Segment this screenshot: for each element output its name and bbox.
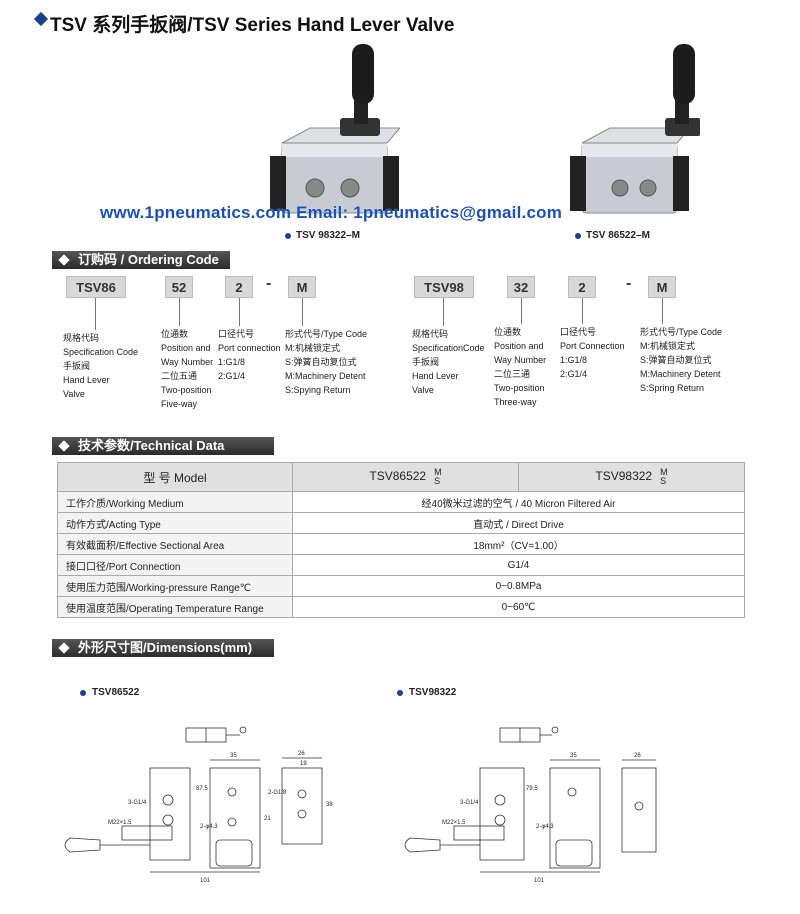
leader-line: [239, 298, 240, 326]
svg-text:M22×1.5: M22×1.5: [108, 820, 132, 826]
table-header-model: 型 号 Model: [57, 462, 293, 492]
leader-line: [662, 298, 663, 324]
dim-caption-left: TSV86522: [92, 687, 140, 698]
dimensions-section-header: 外形尺寸图/Dimensions(mm): [52, 639, 274, 657]
svg-text:21: 21: [264, 816, 271, 822]
ordering-section-header: 订购码 / Ordering Code: [52, 251, 230, 269]
dimension-drawing-left: 3-G1/4 M22×1.5 35 26 19 2-G1/8 2-φ4.3 21…: [64, 726, 333, 884]
product-caption-left: TSV 98322–M: [296, 230, 360, 241]
dim-caption-right: TSV98322: [409, 687, 457, 698]
code-way-number: 52: [165, 276, 193, 298]
svg-text:19: 19: [300, 761, 307, 767]
page-title: TSV 系列手扳阀/TSV Series Hand Lever Valve: [50, 15, 455, 36]
section-bullet-icon: [58, 254, 70, 266]
code-series: TSV86: [66, 276, 126, 298]
svg-text:3-G1/4: 3-G1/4: [128, 800, 147, 806]
section-title: 外形尺寸图/Dimensions(mm): [78, 640, 253, 655]
svg-text:35: 35: [570, 753, 577, 759]
leader-line: [521, 298, 522, 324]
caption-bullet-icon: [80, 690, 86, 696]
code-port: 2: [568, 276, 596, 298]
svg-text:M22×1.5: M22×1.5: [442, 820, 466, 826]
code-separator: -: [626, 275, 632, 292]
section-bullet-icon: [58, 642, 70, 654]
svg-text:79.5: 79.5: [526, 786, 538, 792]
svg-text:101: 101: [534, 878, 545, 884]
leader-line: [179, 298, 180, 326]
svg-text:35: 35: [230, 753, 237, 759]
section-title: 订购码 / Ordering Code: [78, 252, 219, 267]
code-separator: -: [266, 275, 272, 292]
valve-photo-left: [270, 44, 400, 214]
svg-text:3-G1/4: 3-G1/4: [460, 800, 479, 806]
caption-bullet-icon: [397, 690, 403, 696]
code-series: TSV98: [414, 276, 474, 298]
leader-line: [443, 298, 444, 326]
svg-text:26: 26: [298, 751, 305, 757]
section-bullet-icon: [58, 440, 70, 452]
dimension-drawing-right: 3-G1/4 M22×1.5 35 26 2-φ4.3 79.5 101: [404, 726, 657, 884]
svg-text:26: 26: [634, 753, 641, 759]
svg-text:38: 38: [326, 802, 333, 808]
caption-bullet-icon: [575, 233, 581, 239]
code-type: M: [288, 276, 316, 298]
svg-text:2-G1/8: 2-G1/8: [268, 790, 287, 796]
svg-text:2-φ4.3: 2-φ4.3: [536, 824, 554, 830]
valve-photo-right: [570, 44, 700, 214]
code-way-number: 32: [507, 276, 535, 298]
contact-watermark: www.1pneumatics.com Email: 1pneumatics@g…: [100, 203, 563, 222]
section-title: 技术参数/Technical Data: [78, 438, 225, 453]
svg-text:87.5: 87.5: [196, 786, 208, 792]
svg-text:101: 101: [200, 878, 211, 884]
caption-bullet-icon: [285, 233, 291, 239]
title-bullet-icon: [33, 11, 49, 27]
code-port: 2: [225, 276, 253, 298]
leader-line: [95, 298, 96, 330]
svg-text:2-φ4.3: 2-φ4.3: [200, 824, 218, 830]
leader-line: [582, 298, 583, 324]
leader-line: [302, 298, 303, 326]
technical-section-header: 技术参数/Technical Data: [52, 437, 274, 455]
code-type: M: [648, 276, 676, 298]
product-caption-right: TSV 86522–M: [586, 230, 650, 241]
